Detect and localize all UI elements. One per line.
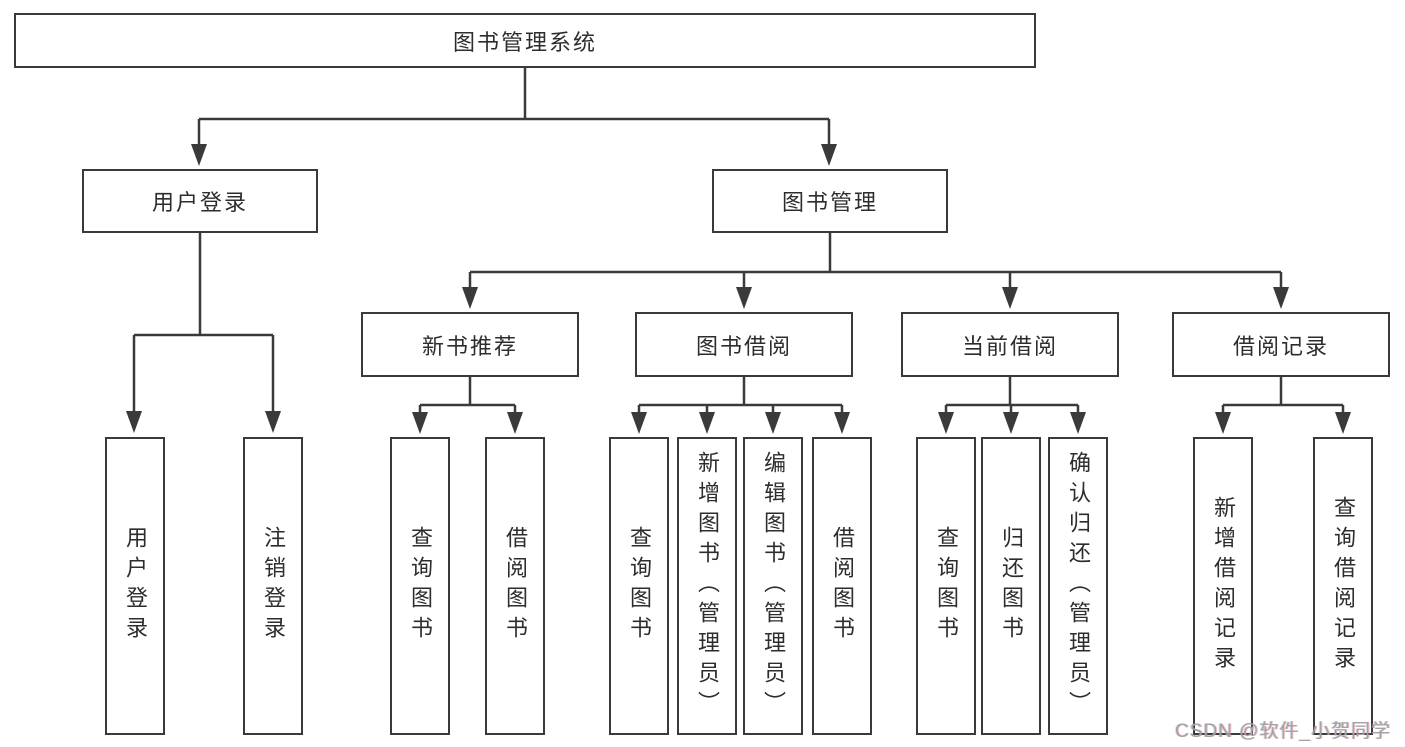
csdn-watermark: CSDN @软件_小贺同学 <box>1175 721 1391 742</box>
node-query-borrow-record: 查询借阅记录 <box>1313 437 1373 735</box>
node-borrow-books-recommend: 借阅图书 <box>485 437 545 735</box>
node-query-books-borrow: 查询图书 <box>609 437 669 735</box>
node-label: 查询图书 <box>408 526 433 646</box>
node-label: 当前借阅 <box>961 333 1058 359</box>
node-label: 新增图书（管理员） <box>695 451 720 721</box>
node-label: 借阅图书 <box>830 526 855 646</box>
node-label: 新书推荐 <box>421 333 518 359</box>
node-label: 查询图书 <box>934 526 959 646</box>
node-user-login: 用户登录 <box>82 169 318 233</box>
node-edit-books-admin: 编辑图书（管理员） <box>743 437 803 735</box>
node-leaf-logout: 注销登录 <box>243 437 303 735</box>
node-label: 图书管理系统 <box>452 29 597 55</box>
node-label: 确认归还（管理员） <box>1066 451 1091 721</box>
node-add-borrow-record: 新增借阅记录 <box>1193 437 1253 735</box>
node-book-borrow: 图书借阅 <box>635 312 853 377</box>
node-label: 注销登录 <box>261 526 286 646</box>
node-book-management: 图书管理 <box>712 169 948 233</box>
node-label: 图书管理 <box>781 190 878 215</box>
node-label: 归还图书 <box>999 526 1024 646</box>
connector-user-login-branch <box>126 233 281 433</box>
connector-book-management-branch <box>462 233 1289 309</box>
node-leaf-user-login: 用户登录 <box>105 437 165 735</box>
node-library-system: 图书管理系统 <box>14 13 1036 68</box>
connector-new-book-branch <box>412 377 523 434</box>
node-label: 用户登录 <box>151 190 248 215</box>
connector-current-borrow-branch <box>938 377 1086 434</box>
node-new-book-recommend: 新书推荐 <box>361 312 579 377</box>
node-label: 查询图书 <box>627 526 652 646</box>
connector-borrow-records-branch <box>1215 377 1351 434</box>
node-add-books-admin: 新增图书（管理员） <box>677 437 737 735</box>
node-query-books-recommend: 查询图书 <box>390 437 450 735</box>
node-return-books: 归还图书 <box>981 437 1041 735</box>
node-confirm-return-admin: 确认归还（管理员） <box>1048 437 1108 735</box>
node-label: 借阅图书 <box>503 526 528 646</box>
node-current-borrow: 当前借阅 <box>901 312 1119 377</box>
node-label: 用户登录 <box>123 526 148 646</box>
connector-book-borrow-branch <box>631 377 850 434</box>
node-label: 图书借阅 <box>695 333 792 359</box>
node-label: 查询借阅记录 <box>1331 496 1356 676</box>
connector-root-to-level2 <box>191 68 837 166</box>
node-label: 新增借阅记录 <box>1211 496 1236 676</box>
node-borrow-books-borrow: 借阅图书 <box>812 437 872 735</box>
node-label: 借阅记录 <box>1232 333 1329 359</box>
node-borrow-records: 借阅记录 <box>1172 312 1390 377</box>
node-query-books-current: 查询图书 <box>916 437 976 735</box>
node-label: 编辑图书（管理员） <box>761 451 786 721</box>
